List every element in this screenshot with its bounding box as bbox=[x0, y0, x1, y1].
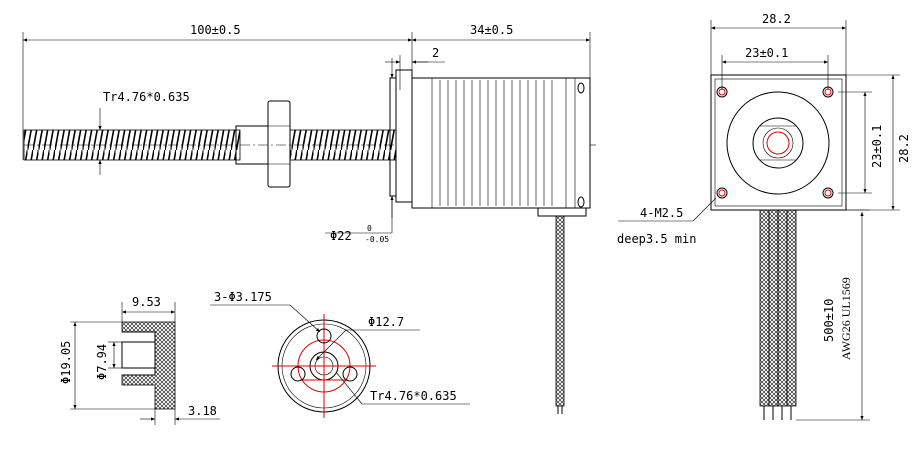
label-face-height: 28.2 bbox=[897, 134, 911, 163]
center-boss bbox=[726, 91, 830, 195]
label-wire-spec: AWG26 UL1569 bbox=[839, 277, 853, 360]
leadscrew-nut bbox=[235, 100, 291, 188]
wire-bundle bbox=[759, 209, 770, 407]
label-lead-length: 500±10 bbox=[822, 299, 836, 342]
motor-face bbox=[710, 74, 847, 211]
mount-hole bbox=[716, 86, 728, 98]
motor-body bbox=[411, 77, 591, 209]
label-mount-holes: 4-M2.5 bbox=[640, 206, 683, 220]
label-face-width: 28.2 bbox=[762, 12, 791, 26]
front-view: 28.2 23±0.1 23±0.1 28.2 bbox=[617, 12, 911, 421]
label-nut-thread: Tr4.76*0.635 bbox=[370, 389, 457, 403]
label-leadscrew-length: 100±0.5 bbox=[190, 23, 241, 37]
label-boss-tol-upper: 0 bbox=[367, 224, 372, 233]
mount-hole bbox=[716, 187, 728, 199]
nut-hole bbox=[342, 366, 358, 382]
mount-hole bbox=[822, 187, 834, 199]
label-nut-flange: 3.18 bbox=[188, 404, 217, 418]
label-nut-pcd: Φ12.7 bbox=[368, 315, 404, 329]
label-motor-length: 34±0.5 bbox=[470, 23, 513, 37]
label-hole-spacing-v: 23±0.1 bbox=[870, 125, 884, 168]
label-mount-depth: deep3.5 min bbox=[617, 232, 696, 246]
nut-hole bbox=[290, 366, 306, 382]
label-boss-diameter: Φ22 bbox=[330, 229, 352, 243]
nut-front: 3-Φ3.175 Φ12.7 Tr4.76*0.635 bbox=[210, 290, 470, 418]
label-boss-tol-lower: -0.05 bbox=[365, 235, 389, 244]
label-thread-spec: Tr4.76*0.635 bbox=[103, 90, 190, 104]
label-nut-inner-dia: Φ7.94 bbox=[95, 344, 109, 380]
label-nut-outer-dia: Φ19.05 bbox=[59, 341, 73, 384]
label-hole-spacing-h: 23±0.1 bbox=[745, 46, 788, 60]
label-nut-width: 9.53 bbox=[132, 295, 161, 309]
label-flange-thickness: 2 bbox=[432, 46, 439, 60]
label-nut-holes: 3-Φ3.175 bbox=[214, 290, 272, 304]
nut-hole bbox=[316, 328, 332, 344]
mount-hole bbox=[822, 86, 834, 98]
side-view: 100±0.5 34±0.5 2 Tr4.76*0.635 bbox=[22, 23, 596, 414]
nut-section: 9.53 Φ19.05 Φ7.94 3.18 bbox=[59, 295, 220, 425]
motor-lead-wire bbox=[555, 215, 565, 407]
